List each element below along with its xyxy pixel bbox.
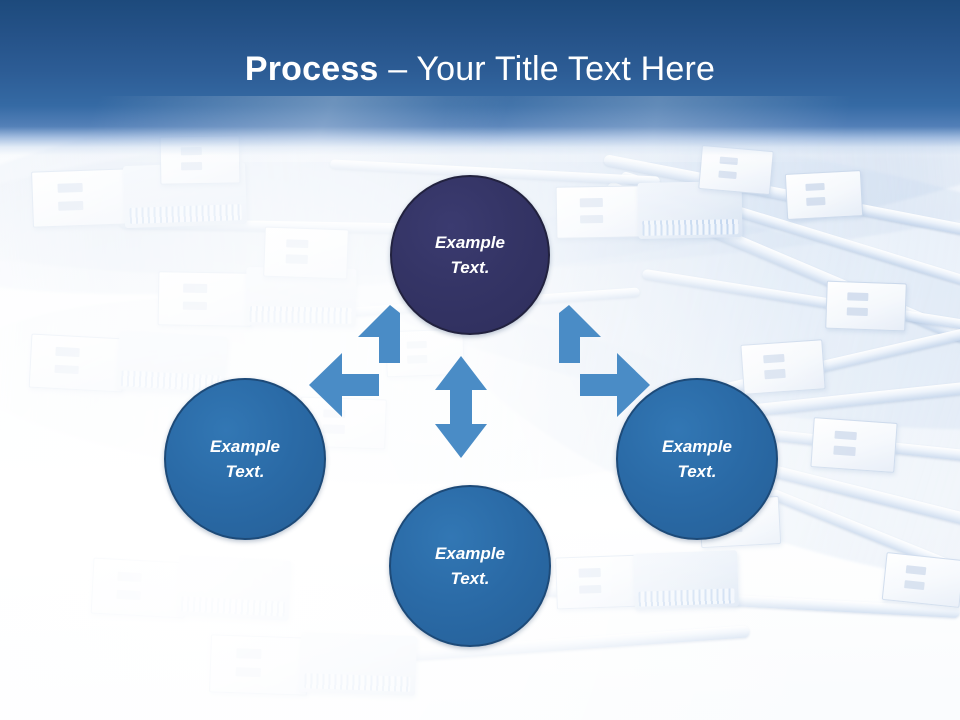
process-node-bottom[interactable]: Example Text. [389,485,551,647]
usb-connector [157,271,253,327]
page-title: Process – Your Title Text Here [0,48,960,90]
process-node-left-label: Example Text. [200,434,290,484]
usb-connector [555,554,643,610]
page-title-strong: Process [244,50,379,88]
usb-connector [784,170,864,220]
usb-connector [159,135,241,185]
usb-connector [740,339,826,395]
usb-connector [385,328,465,378]
usb-connector-shell [176,555,292,621]
usb-connector [31,168,131,228]
process-node-right-label: Example Text. [652,434,742,484]
process-node-right-line2: Text. [677,462,717,481]
usb-connector [263,226,349,280]
process-node-right-line1: Example [662,437,732,456]
process-node-top-label: Example Text. [425,230,515,280]
process-node-left[interactable]: Example Text. [164,378,326,540]
process-node-top-line2: Text. [450,258,490,277]
usb-connector [555,185,647,239]
usb-connector [698,144,774,196]
usb-connector [90,557,188,619]
usb-connector [810,417,898,473]
process-node-left-line2: Text. [225,462,265,481]
usb-connector [28,333,126,393]
page-title-rest: – Your Title Text Here [378,50,716,88]
process-node-bottom-label: Example Text. [425,541,515,591]
process-node-bottom-line1: Example [435,544,505,563]
process-node-left-line1: Example [210,437,280,456]
usb-connector [209,634,309,696]
process-node-bottom-line2: Text. [450,569,490,588]
usb-connector [825,280,907,332]
process-node-top[interactable]: Example Text. [390,175,550,335]
process-node-right[interactable]: Example Text. [616,378,778,540]
usb-connector-shell [298,631,418,697]
process-node-top-line1: Example [435,233,505,252]
usb-connector [881,552,960,608]
usb-connector-shell [633,550,739,610]
